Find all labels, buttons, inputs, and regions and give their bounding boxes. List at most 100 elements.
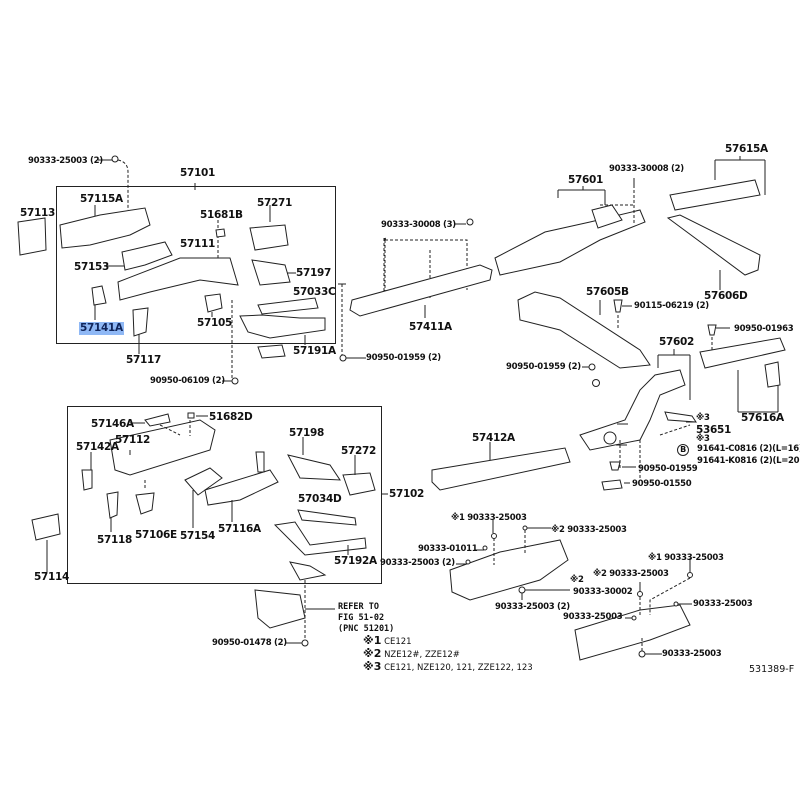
part-label-57191a[interactable]: 57191A — [293, 345, 336, 357]
part-label-57272[interactable]: 57272 — [341, 445, 377, 457]
part-shape-51682d — [187, 412, 195, 419]
part-label-51682d[interactable]: 51682D — [209, 411, 253, 423]
part-label-57412a[interactable]: 57412A — [472, 432, 515, 444]
fastener-label[interactable]: 90333-25003 (2) — [28, 156, 103, 166]
refer-line-3: (PNC 51201) — [338, 624, 395, 635]
part-label-57105[interactable]: 57105 — [197, 317, 233, 329]
part-label-57106e[interactable]: 57106E — [135, 529, 177, 541]
part-label-57192a[interactable]: 57192A — [334, 555, 377, 567]
fastener-label[interactable]: 90950-01959 (2) — [506, 362, 581, 372]
part-label-57411a[interactable]: 57411A — [409, 321, 452, 333]
part-shape-57115a — [59, 207, 151, 249]
part-shape-57153 — [121, 241, 173, 271]
part-shape-90950-01959b — [592, 379, 600, 387]
fastener-label[interactable]: ※1 90333-25003 — [451, 513, 527, 523]
fastener-label[interactable]: 90333-25003 (2) — [380, 558, 455, 568]
fastener-label[interactable]: 90950-01963 — [734, 324, 794, 334]
part-label-57034d[interactable]: 57034D — [298, 493, 342, 505]
part-shape-57142a — [81, 469, 93, 491]
part-shape-lower-bracket — [257, 344, 286, 359]
part-label-57154[interactable]: 57154 — [180, 530, 216, 542]
fastener-label[interactable]: 90950-01550 — [632, 479, 692, 489]
fastener-label[interactable]: ※1 90333-25003 — [648, 553, 724, 563]
diagram-code: 531389-F — [749, 664, 795, 675]
part-label-57198[interactable]: 57198 — [289, 427, 325, 439]
fastener-label[interactable]: 90333-25003 — [563, 612, 623, 622]
part-shape-57198 — [287, 454, 341, 481]
fastener-label[interactable]: ※2 90333-25003 — [551, 525, 627, 535]
part-shape-lower-bracket-2 — [289, 561, 327, 581]
part-label-57113[interactable]: 57113 — [20, 207, 56, 219]
part-shape-refer — [254, 589, 306, 629]
part-shape-57117 — [132, 307, 149, 337]
part-shape-57033c — [257, 297, 319, 315]
part-label-57033c[interactable]: 57033C — [293, 286, 336, 298]
part-shape-57154 — [184, 467, 223, 496]
part-label-57601[interactable]: 57601 — [568, 174, 604, 186]
refer-note[interactable]: REFER TO FIG 51-02 (PNC 51201) — [338, 602, 394, 635]
fastener-label[interactable]: ※2 — [570, 575, 584, 585]
part-label-57114[interactable]: 57114 — [34, 571, 70, 583]
part-label-57153[interactable]: 57153 — [74, 261, 110, 273]
part-label-57606d[interactable]: 57606D — [704, 290, 748, 302]
part-label-57115a[interactable]: 57115A — [80, 193, 123, 205]
group-box-57101 — [56, 186, 336, 344]
part-shape-left-frame — [449, 539, 569, 601]
part-shape-57106e — [135, 492, 155, 515]
legend-3: ※3 CE121, NZE120, 121, ZZE122, 123 — [363, 660, 533, 673]
part-label-57101[interactable]: 57101 — [180, 167, 216, 179]
part-label-57197[interactable]: 57197 — [296, 267, 332, 279]
part-label-57141a-highlighted[interactable]: 57141A — [79, 322, 124, 335]
part-label-57146a[interactable]: 57146A — [91, 418, 134, 430]
fastener-label[interactable]: 90950-06109 (2) — [150, 376, 225, 386]
fastener-label[interactable]: 90333-30008 (2) — [609, 164, 684, 174]
fastener-label[interactable]: 90950-01959 (2) — [366, 353, 441, 363]
part-label-57111[interactable]: 57111 — [180, 238, 216, 250]
note-mark-91641: ※3 — [696, 434, 710, 444]
fastener-label[interactable]: 90333-30002 — [573, 587, 633, 597]
part-shape-57606d — [666, 214, 761, 276]
fastener-label[interactable]: 90950-01478 (2) — [212, 638, 287, 648]
fastener-label[interactable]: 90333-25003 (2) — [495, 602, 570, 612]
refer-line-2: FIG 51-02 — [338, 613, 385, 624]
part-label-57605b[interactable]: 57605B — [586, 286, 629, 298]
part-label-57116a[interactable]: 57116A — [218, 523, 261, 535]
part-label-57616a[interactable]: 57616A — [741, 412, 784, 424]
part-label-57117[interactable]: 57117 — [126, 354, 162, 366]
fastener-label[interactable]: 90333-30008 (3) — [381, 220, 456, 230]
leader-57602 — [657, 349, 691, 400]
part-label-57112[interactable]: 57112 — [115, 434, 151, 446]
part-shape-57112 — [109, 419, 216, 476]
part-shape-57113 — [17, 217, 47, 256]
legend-2: ※2 NZE12#, ZZE12# — [363, 647, 460, 660]
part-shape-57141a — [91, 285, 107, 306]
part-shape-57197 — [251, 259, 291, 286]
part-shape-57034d — [297, 509, 357, 526]
part-label-57102[interactable]: 57102 — [389, 488, 425, 500]
part-shape-90950-01963 — [707, 324, 717, 336]
part-shape-57411a — [349, 264, 493, 317]
part-label-57602[interactable]: 57602 — [659, 336, 695, 348]
group-box-57102 — [67, 406, 382, 584]
part-label-57118[interactable]: 57118 — [97, 534, 133, 546]
part-label-57615a[interactable]: 57615A — [725, 143, 768, 155]
part-shape-57616a — [699, 337, 786, 369]
part-label-57271[interactable]: 57271 — [257, 197, 293, 209]
fastener-label[interactable]: 91641-K0816 (2)(L=20) — [697, 456, 800, 466]
fastener-label[interactable]: ※2 90333-25003 — [593, 569, 669, 579]
part-shape-57615a — [669, 179, 761, 211]
part-label-51681b[interactable]: 51681B — [200, 209, 243, 221]
fastener-label[interactable]: 90333-25003 — [693, 599, 753, 609]
fastener-label[interactable]: 90950-01959 — [638, 464, 698, 474]
part-label-53651[interactable]: 53651 — [696, 424, 732, 436]
part-label-57142a[interactable]: 57142A — [76, 441, 119, 453]
fastener-label[interactable]: 90115-06219 (2) — [634, 301, 709, 311]
fastener-label[interactable]: 91641-C0816 (2)(L=16) — [697, 444, 800, 454]
fastener-label[interactable]: 90333-01011 — [418, 544, 478, 554]
part-shape-57111 — [117, 257, 239, 301]
fastener-label[interactable]: 90333-25003 — [662, 649, 722, 659]
part-shape-57114 — [31, 513, 61, 541]
leader-57616a — [737, 370, 779, 413]
